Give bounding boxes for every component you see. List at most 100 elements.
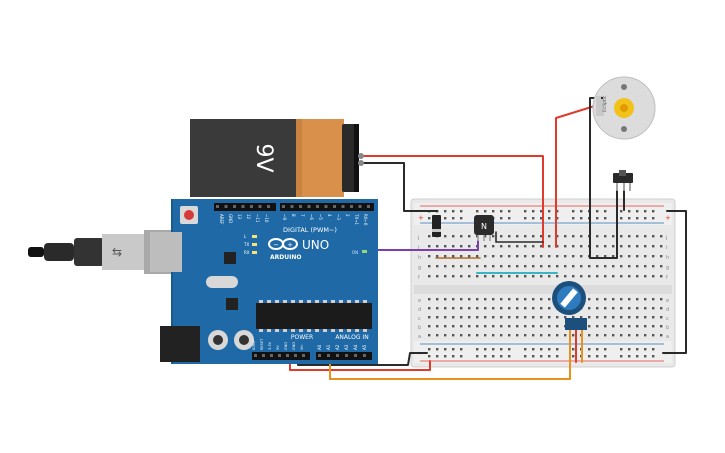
analog-header[interactable]	[316, 352, 372, 360]
row-letter: b	[418, 325, 421, 331]
potentiometer-knob-indicator[interactable]	[560, 288, 578, 308]
potentiometer[interactable]	[552, 281, 587, 330]
row-letter: c	[418, 316, 421, 322]
row-letter: a	[418, 334, 421, 340]
row-letter: h	[666, 255, 669, 261]
crystal	[206, 276, 238, 288]
regulator	[226, 298, 238, 310]
row-letter: b	[666, 325, 669, 331]
slide-switch[interactable]	[613, 170, 633, 191]
power-pin-label: Vin	[300, 344, 304, 350]
analog-pin-label: A5	[362, 344, 367, 350]
digital-header-holes	[216, 205, 370, 208]
digital-pin-label: 8	[291, 214, 296, 217]
wire-motor-red[interactable]	[555, 103, 602, 248]
row-letter: h	[418, 255, 421, 261]
digital-pin-label: ~11	[255, 214, 260, 223]
wire-motor-black[interactable]	[589, 97, 618, 259]
row-letter: c	[666, 316, 669, 322]
analog-pin-label: A0	[317, 344, 322, 350]
power-pin-label: GND	[292, 342, 296, 350]
power-pin-label: RESET	[260, 338, 264, 350]
row-letter: j	[665, 235, 667, 241]
digital-pin-label: 7	[300, 214, 305, 217]
row-letter: f	[666, 275, 668, 281]
bottom-header-holes	[254, 354, 366, 357]
transistor-label: N	[481, 222, 487, 231]
power-pin-label: 5V	[276, 345, 280, 350]
bottom-power-rail	[414, 341, 672, 363]
board-led-label: L	[244, 234, 247, 239]
atmega-chip	[256, 303, 372, 329]
arduino-model: UNO	[302, 238, 329, 252]
row-letter: i	[418, 245, 419, 251]
board-led-label: RX	[244, 250, 250, 255]
digital-header-label: DIGITAL (PWM~)	[283, 226, 337, 234]
wire-transistor-collector[interactable]	[495, 231, 544, 243]
analog-pin-label: A4	[353, 344, 358, 350]
row-letter: d	[666, 307, 669, 313]
row-letter: e	[666, 298, 669, 304]
digital-pin-label: ~9	[282, 214, 287, 220]
chip-pins	[259, 300, 367, 332]
power-jack	[160, 326, 200, 362]
svg-text:+: +	[287, 241, 293, 249]
arduino-logo: − +	[268, 238, 298, 250]
row-letter: f	[418, 275, 420, 281]
digital-pin-label: TX→1	[354, 213, 359, 226]
wire-rail-black-right[interactable]	[662, 210, 687, 354]
board-leds: L TX RX	[243, 234, 257, 255]
usb-port	[150, 232, 182, 272]
transistor[interactable]: N	[474, 215, 494, 241]
digital-header-left[interactable]	[214, 203, 276, 211]
digital-pin-label: AREF	[219, 214, 224, 225]
usb-chip	[224, 252, 236, 264]
svg-text:−: −	[273, 241, 279, 249]
analog-header-label: ANALOG IN	[335, 334, 368, 341]
on-led-label: ON	[352, 250, 358, 255]
digital-pin-label: 12	[246, 214, 251, 220]
battery-label: 9V	[251, 143, 276, 172]
digital-pin-label: ~6	[309, 214, 314, 220]
board-led-label: TX	[243, 242, 249, 247]
wire-battery-positive[interactable]	[361, 155, 544, 248]
rail-plus-label-right: +	[665, 214, 671, 222]
digital-pin-label: RX←0	[363, 214, 368, 226]
diode[interactable]	[432, 215, 441, 237]
digital-pin-label: GND	[228, 214, 233, 223]
row-letter: e	[418, 298, 421, 304]
wire-battery-negative[interactable]	[361, 162, 438, 212]
row-letter: j	[417, 235, 419, 241]
board-led	[252, 235, 257, 238]
center-trench	[414, 285, 672, 294]
rail-plus-label-top: +	[418, 214, 424, 222]
row-letter: a	[666, 334, 669, 340]
wires[interactable]	[289, 97, 687, 380]
motor-label: Ecliptic	[602, 95, 608, 112]
arduino-brand: ARDUINO	[270, 254, 301, 261]
power-header-label: POWER	[291, 334, 313, 341]
digital-pin-label: ~10	[264, 214, 269, 223]
digital-pin-label: ~3	[336, 214, 341, 220]
power-pin-label: GND	[284, 342, 288, 350]
dc-motor[interactable]: Ecliptic	[592, 76, 656, 140]
analog-pin-label: A1	[326, 344, 331, 350]
digital-pin-label: 13	[237, 214, 242, 220]
usb-icon: ⇆	[112, 245, 122, 259]
wire-analog-a0[interactable]	[329, 327, 571, 380]
digital-pin-label: 4	[327, 214, 332, 217]
breadboard-holes	[428, 210, 663, 358]
row-letter: i	[666, 245, 667, 251]
battery-9v[interactable]: 9V	[190, 119, 364, 197]
row-letter: g	[418, 265, 421, 271]
board-led	[252, 251, 257, 254]
row-letter: g	[666, 265, 669, 271]
row-letter: d	[418, 307, 421, 313]
